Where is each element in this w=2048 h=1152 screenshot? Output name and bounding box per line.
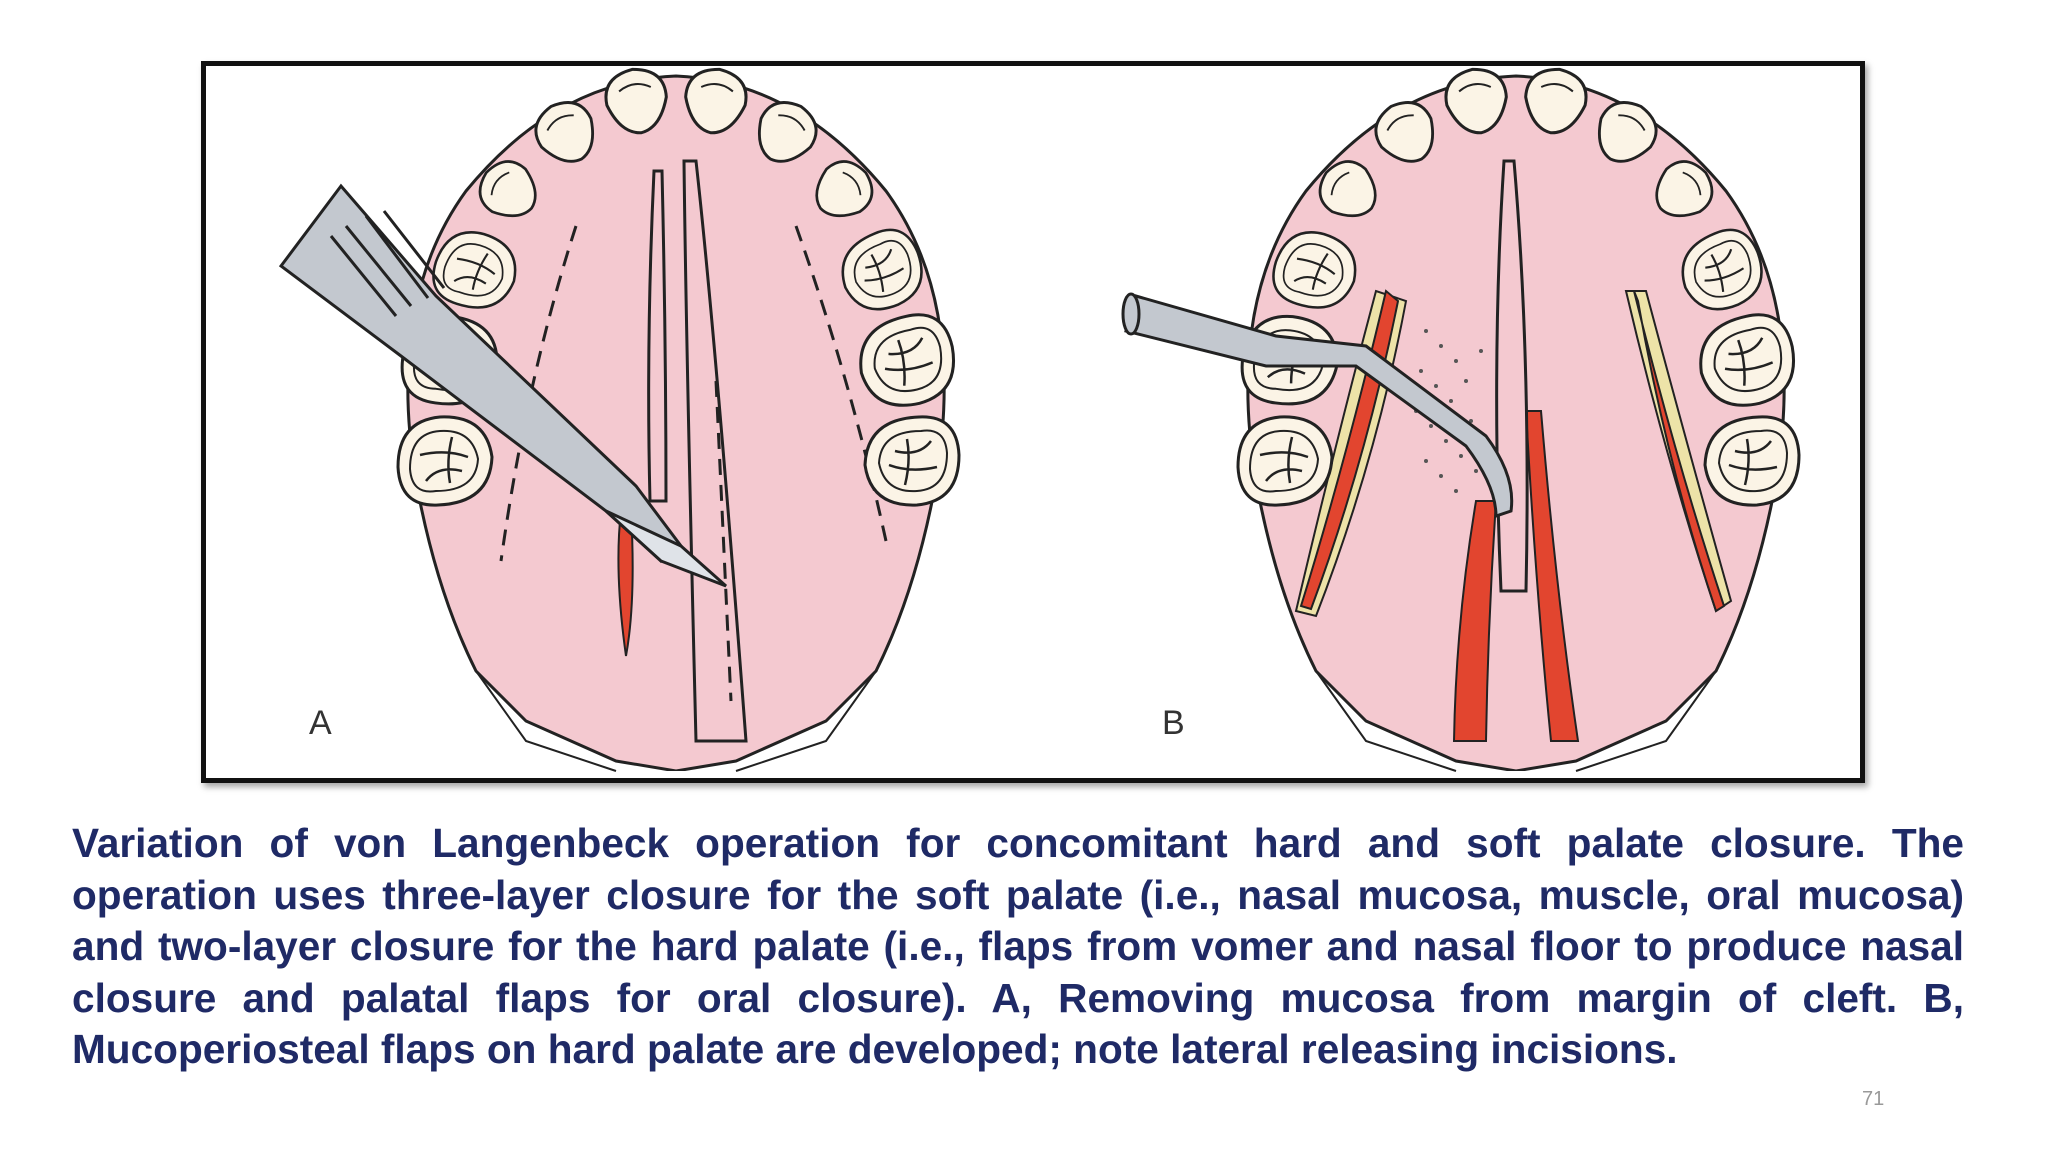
palate-surgery-illustration: A [278, 66, 1838, 778]
stipple-texture [1409, 329, 1483, 493]
page-number: 71 [1862, 1088, 1885, 1110]
panel-a-label: A [309, 704, 332, 742]
panel-b-label: B [1162, 704, 1185, 742]
figure-frame: A [201, 61, 1865, 783]
panel-b-palate [1194, 66, 1838, 778]
figure-caption: Variation of von Langenbeck operation fo… [72, 820, 1964, 1072]
elevator-icon [1121, 292, 1514, 519]
scalpel-icon [278, 183, 727, 588]
panel-a-palate [354, 66, 998, 778]
